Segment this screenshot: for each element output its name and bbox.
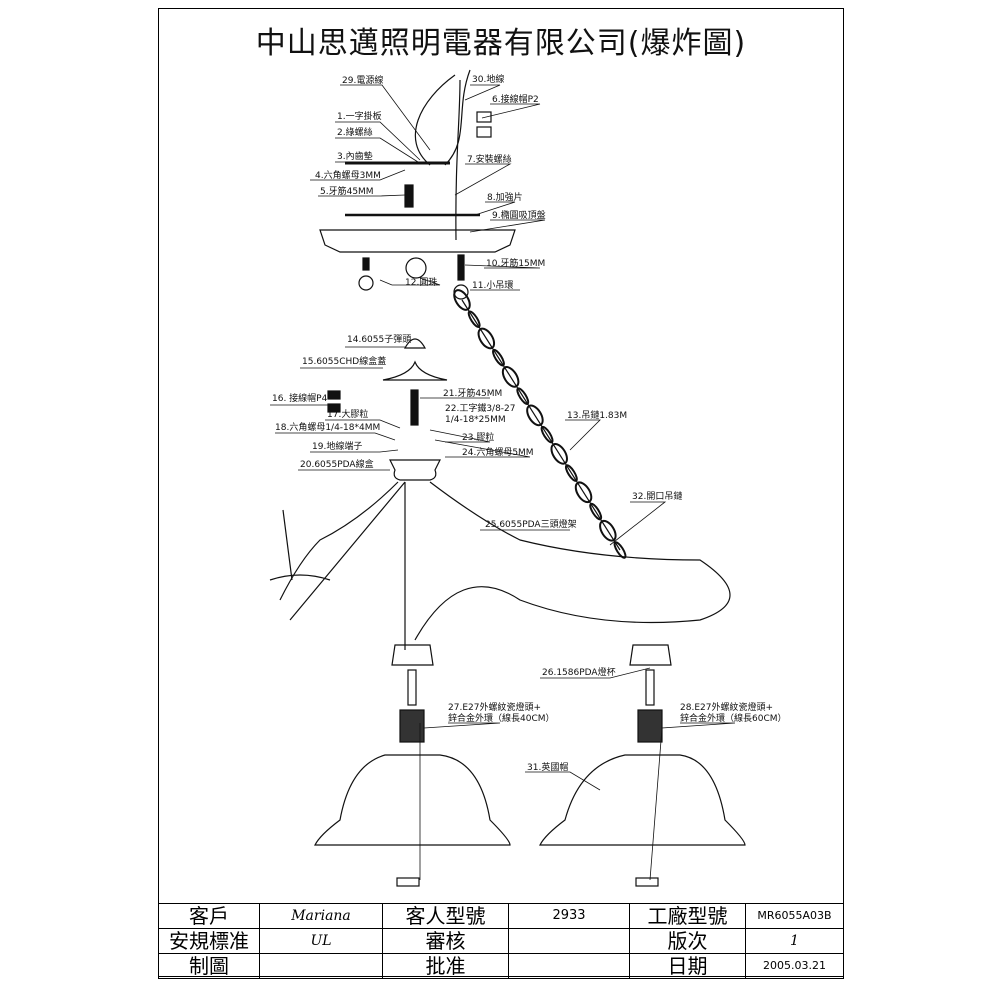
table-row: 制圖 批准 日期 2005.03.21 [158, 953, 844, 979]
cell-value [508, 928, 630, 954]
cap [396, 877, 420, 887]
ball [405, 257, 427, 279]
cell-value [508, 953, 630, 979]
cell-label: 日期 [629, 953, 746, 979]
cell-value: 2005.03.21 [745, 953, 844, 979]
label-27b: 鋅合金外環（線長40CM） [448, 712, 555, 724]
ceiling-canopy [319, 229, 516, 253]
label-27: 27.E27外螺紋瓷燈頭+ [448, 701, 541, 713]
cell-label: 安規標准 [158, 928, 260, 954]
table-row: 安規標准 UL 審核 版次 1 [158, 928, 844, 954]
threaded-rod [404, 184, 414, 208]
cell-value: Mariana [259, 903, 383, 929]
wire-nut [327, 403, 341, 413]
loop [358, 275, 374, 291]
label-15: 15.6055CHD線盒蓋 [302, 355, 386, 367]
rod-45mm [410, 389, 419, 426]
cell-value: MR6055A03B [745, 903, 844, 929]
label-22: 22.工字鐵3/8-27 [445, 402, 516, 414]
socket-cup [629, 644, 672, 666]
label-24: 24.六角螺母5MM [462, 446, 534, 458]
label-12: 12.圓珠 [405, 276, 437, 288]
cap [635, 877, 659, 887]
label-3: 3.內齒墊 [337, 150, 373, 162]
part-labels: 29.電源線 30.地線 6.接線帽P2 1.一字掛板 2.綠螺絲 3.內齒墊 … [272, 73, 787, 773]
canopy-cover [382, 360, 448, 381]
label-23: 23.膠粒 [462, 431, 494, 443]
drawing-title: 中山思邁照明電器有限公司(爆炸圖) [255, 26, 747, 61]
chain [453, 289, 627, 559]
label-5: 5.牙筋45MM [320, 185, 374, 197]
cell-label: 審核 [382, 928, 509, 954]
cell-value: 1 [745, 928, 844, 954]
title-block: 客戶 Mariana 客人型號 2933 工廠型號 MR6055A03B 安規標… [158, 903, 844, 979]
nipple [645, 669, 655, 706]
label-14: 14.6055子彈頭 [347, 334, 411, 345]
wire-nut [327, 390, 341, 400]
label-17: 17.大膠粒 [327, 408, 368, 420]
nipple [407, 669, 417, 706]
label-18: 18.六角螺母1/4-18*4MM [275, 421, 380, 433]
wire-box [389, 459, 441, 481]
nipple [362, 257, 370, 271]
glass-shade [539, 754, 746, 846]
label-10: 10.牙筋15MM [486, 257, 545, 269]
socket-cup [391, 644, 434, 666]
label-32: 32.開口吊鏈 [632, 490, 682, 502]
finial [403, 338, 427, 349]
label-6: 6.接線帽P2 [492, 93, 539, 105]
label-11: 11.小吊環 [472, 280, 513, 291]
label-21: 21.牙筋45MM [443, 387, 502, 399]
cell-label: 版次 [629, 928, 746, 954]
arm [269, 481, 406, 621]
label-19: 19.地線端子 [312, 440, 362, 452]
label-28: 28.E27外螺紋瓷燈頭+ [680, 701, 773, 713]
label-30: 30.地線 [472, 73, 504, 85]
cell-label: 批准 [382, 953, 509, 979]
cell-value: 2933 [508, 903, 630, 929]
label-31: 31.英國帽 [527, 761, 568, 773]
label-28b: 鋅合金外環（線長60CM） [680, 712, 787, 724]
chain-wire [461, 299, 621, 551]
cell-label: 客戶 [158, 903, 260, 929]
nipple-15mm [457, 254, 465, 281]
cell-label: 工廠型號 [629, 903, 746, 929]
label-13: 13.吊鏈1.83M [567, 409, 627, 421]
cell-label: 制圖 [158, 953, 260, 979]
label-7: 7.安裝螺絲 [467, 153, 512, 165]
wire-connector [476, 126, 492, 138]
cell-value: UL [259, 928, 383, 954]
label-26: 26.1586PDA燈杯 [542, 666, 616, 678]
glass-shade [314, 754, 511, 846]
label-9: 9.橢圓吸頂盤 [492, 209, 546, 221]
label-22b: 1/4-18*25MM [445, 415, 506, 425]
label-16: 16. 接線帽P4 [272, 392, 328, 404]
label-29: 29.電源線 [342, 74, 383, 86]
cell-value [259, 953, 383, 979]
label-25: 25.6055PDA三頭燈架 [485, 518, 577, 530]
cell-label: 客人型號 [382, 903, 509, 929]
label-2: 2.綠螺絲 [337, 126, 373, 138]
label-4: 4.六角螺母3MM [315, 169, 381, 181]
wire-connector [476, 111, 492, 123]
label-8: 8.加強片 [487, 191, 523, 203]
three-arm-frame [279, 481, 731, 650]
e27-socket [637, 709, 663, 743]
label-20: 20.6055PDA線盒 [300, 458, 374, 470]
label-1: 1.一字掛板 [337, 110, 382, 122]
table-row: 客戶 Mariana 客人型號 2933 工廠型號 MR6055A03B [158, 903, 844, 929]
